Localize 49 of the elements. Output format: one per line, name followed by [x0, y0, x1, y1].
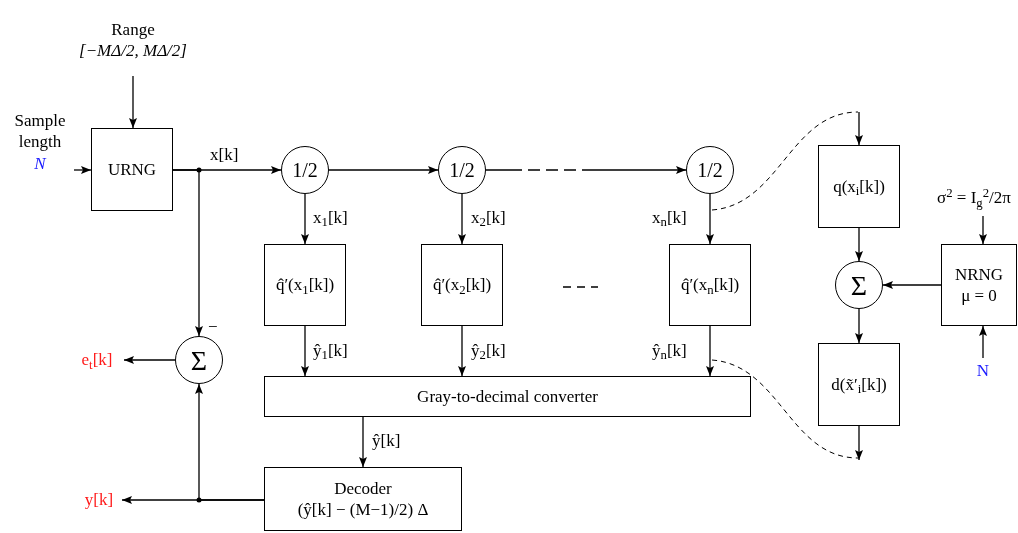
- arrow: [855, 425, 863, 461]
- decoder-box: [264, 467, 462, 531]
- arrow: [301, 193, 309, 245]
- process-box: URNG: [91, 128, 173, 211]
- output-signal-label: e$_{t}$[k]: [70, 346, 124, 374]
- arrow: [979, 325, 987, 359]
- quantizer-box: q̂′(x$_{1}$[k]): [264, 244, 346, 326]
- arrow: [979, 215, 987, 245]
- signal-symbol: [−MΔ/2, MΔ/2]: [79, 40, 187, 62]
- sample-length-label: Sample length: [13, 110, 67, 153]
- arrow: [195, 383, 265, 501]
- edge-label: x$_{n}$[k]: [652, 207, 687, 229]
- arrow: [129, 75, 137, 129]
- arrow: [73, 166, 92, 174]
- arrow: [172, 169, 203, 337]
- arrow: [855, 111, 863, 146]
- quantizer-box: q̂′(x$_{n}$[k]): [669, 244, 751, 326]
- signal-symbol: N: [34, 152, 46, 174]
- quantizer-box: q(x$_{i}$[k]): [818, 145, 900, 228]
- variance-label: σ$^{2}$ = I$_{g}$$^{2}$/2π: [930, 180, 1018, 216]
- range-label: Range: [111, 18, 155, 40]
- arrow: [301, 325, 309, 377]
- edge-label: x$_{2}$[k]: [471, 207, 506, 229]
- converter-box: Gray-to-decimal converter: [264, 376, 751, 417]
- arrow: [882, 281, 942, 289]
- edge-label: x$_{1}$[k]: [313, 207, 348, 229]
- formula-text: (ŷ[k] − (M−1)/2) Δ: [297, 499, 429, 521]
- edge-label: ŷ$_{2}$[k]: [471, 340, 506, 362]
- box-heading: Decoder: [334, 477, 392, 499]
- edge-label: x[k]: [210, 144, 239, 166]
- quantizer-box: q̂′(x$_{2}$[k]): [421, 244, 503, 326]
- edge-label: ŷ$_{n}$[k]: [652, 340, 687, 362]
- sample-length-label: N: [968, 358, 998, 384]
- arrow: [328, 166, 439, 174]
- arrow: [855, 227, 863, 262]
- arrow: [706, 325, 714, 377]
- arrow: [458, 325, 466, 377]
- edge-label: ŷ$_{1}$[k]: [313, 340, 348, 362]
- edge-label: ŷ[k]: [372, 430, 401, 452]
- arrow: [458, 193, 466, 245]
- dequantizer-box: d(x̃′$_{i}$[k]): [818, 343, 900, 426]
- arrow: [123, 356, 176, 364]
- arrow: [706, 193, 714, 245]
- arrow: [855, 308, 863, 344]
- noise-generator-box: NRNG μ = 0: [941, 244, 1017, 326]
- arrow: [359, 416, 367, 468]
- arrow: [485, 166, 687, 174]
- minus-sign: −: [208, 318, 218, 335]
- output-signal-label: y[k]: [76, 486, 122, 514]
